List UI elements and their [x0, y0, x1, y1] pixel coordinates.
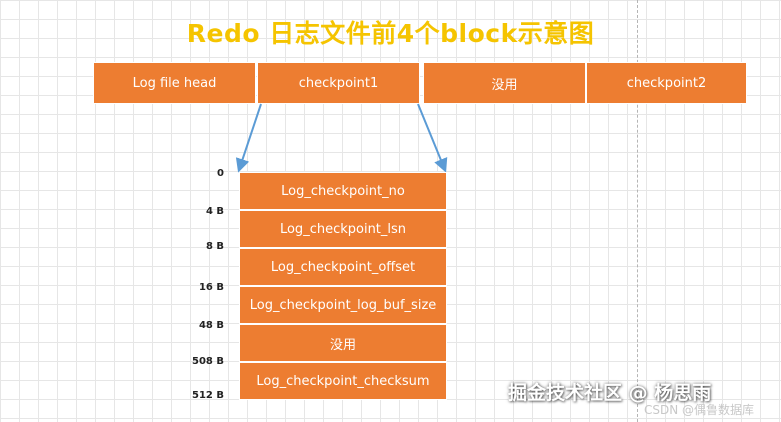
field-checkpoint-no: Log_checkpoint_no	[239, 172, 447, 210]
dashed-divider	[637, 0, 638, 422]
arrow-left	[235, 103, 262, 173]
offset-label: 8 B	[205, 241, 224, 252]
offset-label: 0	[217, 168, 224, 179]
offset-label: 4 B	[205, 206, 224, 217]
block-log-file-head: Log file head	[93, 62, 256, 104]
offset-label: 512 B	[192, 390, 224, 401]
field-checkpoint-lsn: Log_checkpoint_lsn	[239, 210, 447, 248]
field-checkpoint-checksum: Log_checkpoint_checksum	[239, 362, 447, 400]
block-checkpoint2: checkpoint2	[586, 62, 747, 104]
offset-label: 508 B	[192, 356, 224, 367]
field-checkpoint-offset: Log_checkpoint_offset	[239, 248, 447, 286]
field-checkpoint-log-buf-size: Log_checkpoint_log_buf_size	[239, 286, 447, 324]
block-unused: 没用	[423, 62, 586, 104]
field-unused: 没用	[239, 324, 447, 362]
block-checkpoint1: checkpoint1	[257, 62, 420, 104]
watermark-text: 掘金技术社区 @ 杨思雨	[508, 382, 712, 404]
csdn-watermark: CSDN @偶鲁数据库	[644, 403, 755, 417]
offset-label: 16 B	[198, 282, 224, 293]
diagram-title: Redo 日志文件前4个block示意图	[186, 19, 595, 48]
offset-label: 48 B	[198, 320, 224, 331]
arrow-right	[417, 103, 448, 173]
